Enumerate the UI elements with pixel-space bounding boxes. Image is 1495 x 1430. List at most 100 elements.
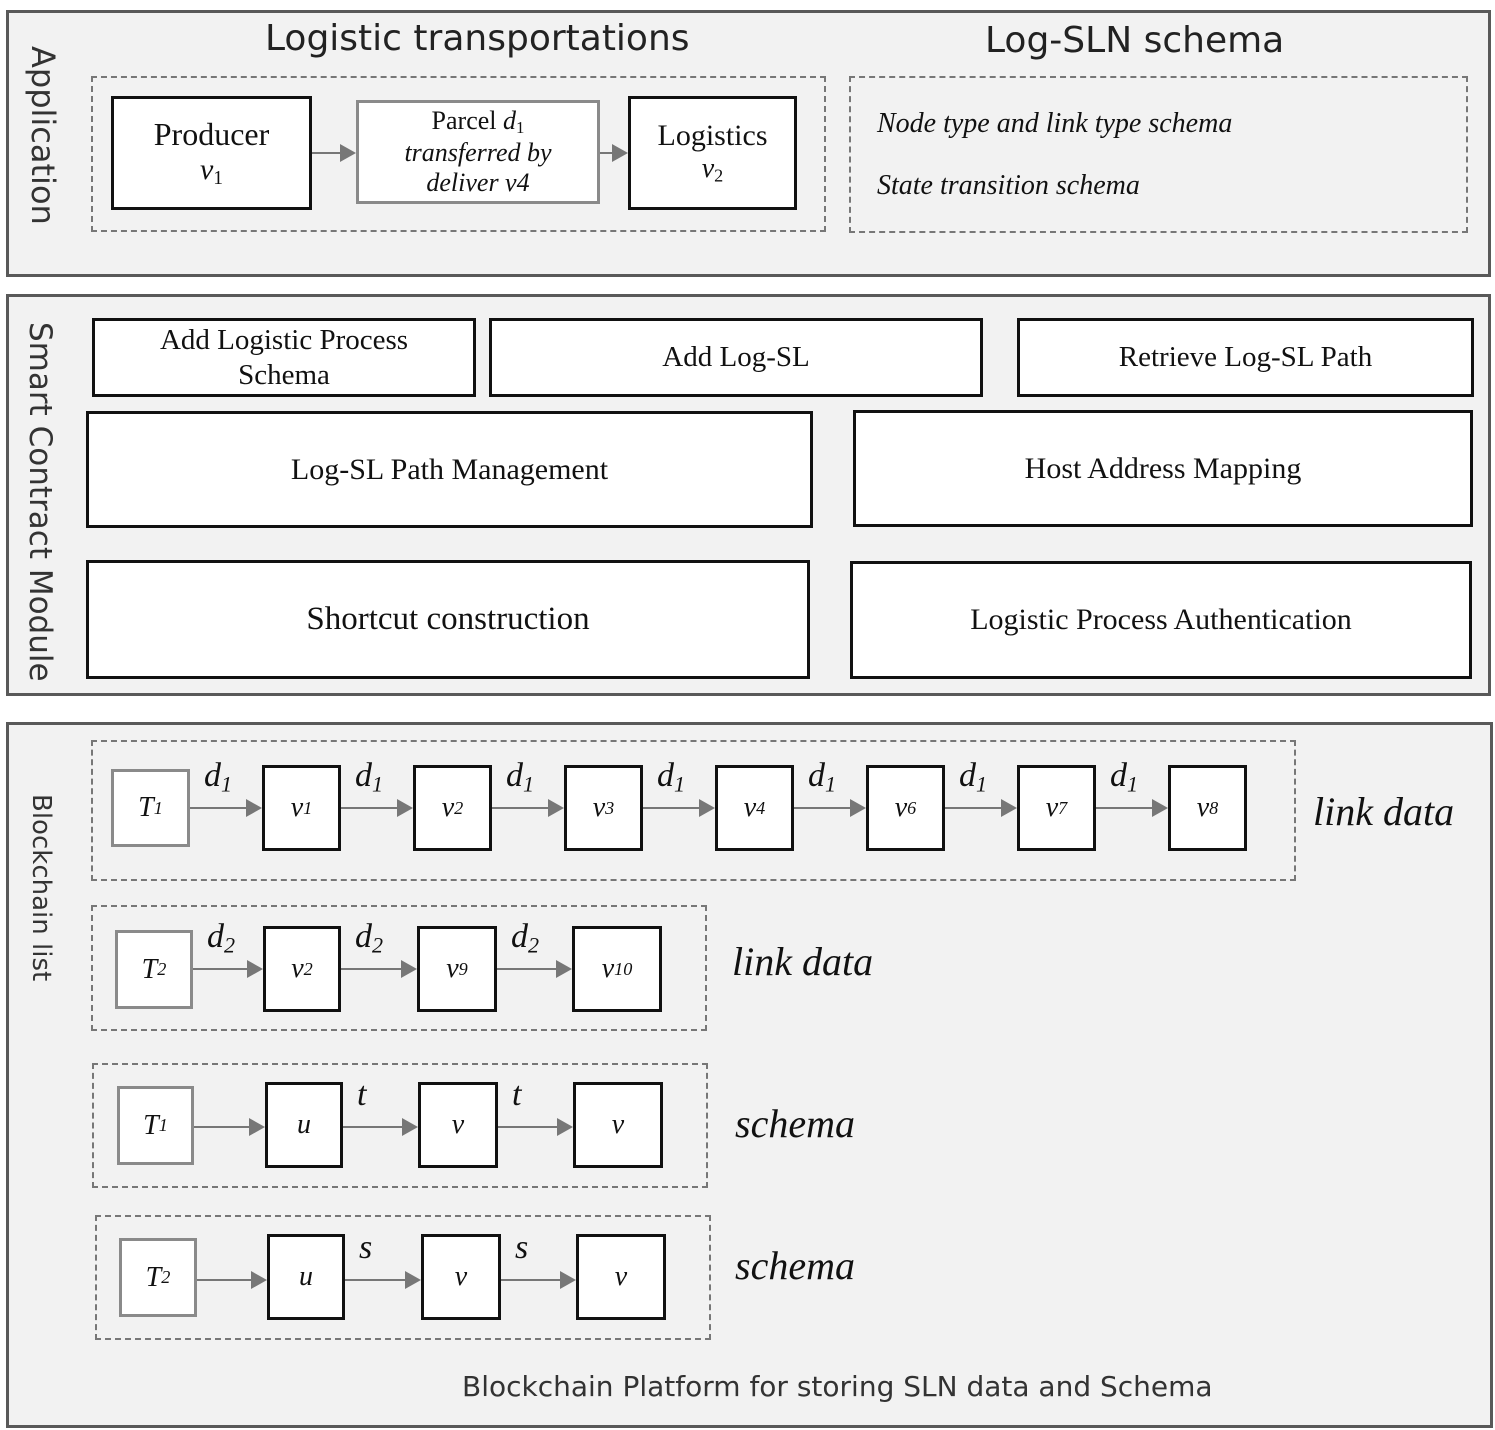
chain-node-var: v: [614, 1261, 628, 1292]
edge-label-sub: 1: [1127, 771, 1139, 797]
chain-node-var: v: [441, 792, 455, 823]
chain-group-4: [95, 1215, 711, 1340]
edge-label: d1: [506, 757, 534, 798]
chain-arrow: [190, 799, 262, 817]
edge-label-sub: 1: [825, 771, 837, 797]
edge-label-sub: 1: [674, 771, 686, 797]
chain-arrow: [341, 960, 417, 978]
logistics-box: Logistics v2: [628, 96, 797, 210]
edge-label-var: d: [506, 757, 523, 794]
chain-node-var: v: [290, 792, 304, 823]
log-sl-path-management-module: Log-SL Path Management: [86, 411, 813, 528]
parcel-var: d: [503, 106, 516, 136]
chain-node-sub: 1: [303, 797, 313, 818]
chain-node: v: [573, 1082, 663, 1168]
application-layer-label: Application: [24, 46, 62, 225]
transaction-node-var: T: [145, 1261, 162, 1293]
chain-arrow: [643, 799, 715, 817]
chain-node-sub: 10: [614, 958, 633, 979]
edge-label-var: t: [357, 1076, 367, 1113]
edge-label: d1: [657, 757, 685, 798]
chain-node: v: [576, 1234, 666, 1320]
logistics-node-sub: 2: [714, 165, 724, 186]
producer-node-sub: 1: [213, 167, 224, 189]
chain-group-3: [92, 1063, 708, 1188]
schema-item-node-link: Node type and link type schema: [877, 108, 1233, 139]
chain-arrow: [343, 1118, 418, 1136]
chain-group-2: [91, 905, 707, 1031]
chain-node-var: u: [299, 1261, 313, 1292]
producer-node: v1: [200, 153, 223, 190]
chain-node-var: v: [611, 1109, 625, 1140]
row-tag: schema: [735, 1243, 855, 1288]
chain-arrow: [194, 1118, 265, 1136]
edge-label: d1: [1110, 757, 1138, 798]
producer-to-parcel-arrow: [312, 144, 356, 162]
producer-box: Producer v1: [111, 96, 312, 210]
edge-label-var: d: [355, 918, 372, 955]
schema-heading: Log-SLN schema: [985, 20, 1285, 61]
row-tag: link data: [732, 939, 874, 984]
smart-contract-layer-label: Smart Contract Module: [22, 322, 58, 682]
retrieve-log-sl-path-module: Retrieve Log-SL Path: [1017, 318, 1474, 397]
edge-label: d2: [511, 918, 539, 959]
chain-node-var: v: [446, 953, 459, 984]
transaction-node-sub: 1: [153, 797, 163, 818]
parcel-line2: transferred by: [404, 137, 552, 167]
chain-arrow: [497, 960, 572, 978]
edge-label: t: [512, 1076, 521, 1114]
edge-label: d1: [959, 757, 987, 798]
transport-group: [91, 76, 826, 232]
chain-node-sub: 2: [303, 958, 313, 979]
edge-label-var: t: [512, 1076, 522, 1113]
edge-label-sub: 2: [528, 932, 540, 958]
schema-item-state-transition: State transition schema: [877, 170, 1140, 201]
parcel-to-logistics-arrow: [600, 144, 628, 162]
chain-node: u: [265, 1082, 343, 1168]
row-tag: schema: [735, 1101, 855, 1146]
chain-node-sub: 6: [907, 797, 917, 818]
edge-label-var: d: [355, 757, 372, 794]
transaction-node-sub: 1: [158, 1115, 168, 1135]
edge-label: d2: [355, 918, 383, 959]
chain-node: v: [418, 1082, 498, 1168]
chain-node-sub: 4: [756, 797, 766, 818]
edge-label-var: d: [204, 757, 221, 794]
chain-node-var: v: [291, 953, 304, 984]
chain-node-var: v: [1196, 792, 1210, 823]
parcel-box: Parcel d1 transferred by deliver v4: [356, 100, 600, 204]
schema-group: [849, 76, 1468, 233]
edge-label-var: d: [207, 918, 224, 955]
edge-label: t: [357, 1076, 366, 1114]
host-address-mapping-module: Host Address Mapping: [853, 410, 1473, 527]
chain-node-sub: 8: [1209, 797, 1219, 818]
edge-label-sub: 2: [372, 932, 384, 958]
logistic-process-authentication-module: Logistic Process Authentication: [850, 561, 1472, 679]
transport-heading: Logistic transportations: [265, 18, 690, 59]
chain-node-sub: 3: [605, 797, 615, 818]
chain-node-sub: 2: [454, 797, 464, 818]
logistics-node-var: v: [701, 153, 715, 185]
chain-arrow: [197, 1271, 267, 1289]
edge-label: s: [359, 1229, 372, 1267]
chain-node: u: [267, 1234, 345, 1320]
edge-label-var: d: [511, 918, 528, 955]
add-logistic-process-schema-module: Add Logistic Process Schema: [92, 318, 476, 397]
edge-label-sub: 2: [224, 932, 236, 958]
edge-label: d1: [355, 757, 383, 798]
edge-label-sub: 1: [523, 771, 535, 797]
producer-node-var: v: [199, 153, 214, 187]
chain-node-var: v: [1045, 792, 1059, 823]
producer-title: Producer: [153, 116, 270, 153]
chain-node-sub: 7: [1058, 797, 1068, 818]
transaction-node-var: T: [138, 792, 154, 823]
edge-label-var: s: [359, 1229, 373, 1266]
